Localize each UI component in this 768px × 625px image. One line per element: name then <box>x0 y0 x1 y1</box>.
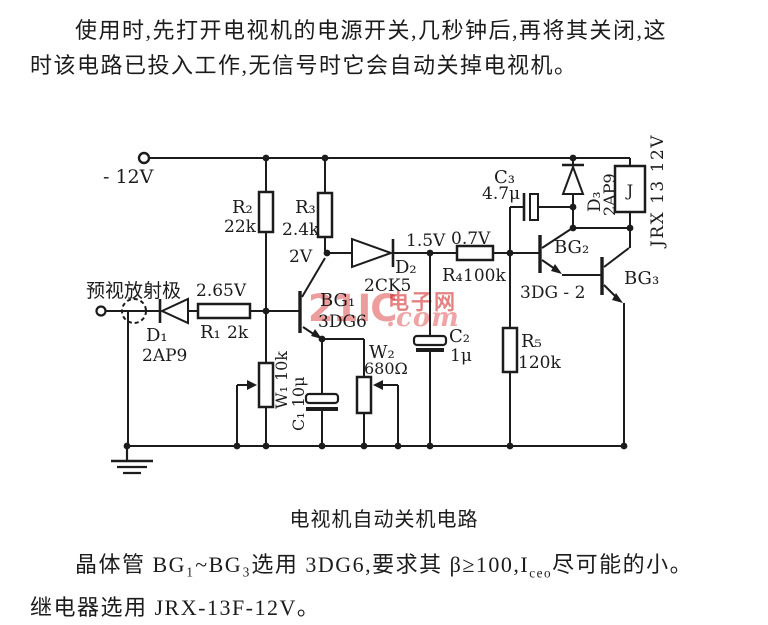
transistor-bg3 <box>600 247 630 446</box>
intro-line-2: 时该电路已投入工作,无信号时它会自动关掉电视机。 <box>30 53 578 78</box>
resistor-r1 <box>196 302 300 320</box>
power-rail <box>137 151 630 165</box>
intro-paragraph: 使用时,先打开电视机的电源开关,几秒钟后,再将其关闭,这 时该电路已投入工作,无… <box>30 13 754 83</box>
notes-subscript-ceo: ceo <box>529 565 553 581</box>
resistor-r4 <box>455 244 540 262</box>
diode-d3 <box>561 158 585 228</box>
potentiometer-w1 <box>236 361 275 446</box>
intro-line-1: 使用时,先打开电视机的电源开关,几秒钟后,再将其关闭,这 <box>75 18 668 43</box>
power-terminal <box>137 151 151 165</box>
label-c2: C₂ <box>449 326 470 347</box>
bg1-emitter-arrow <box>311 329 322 339</box>
input-terminal <box>95 298 160 446</box>
label-w2-value: 680Ω <box>364 359 408 378</box>
label-r4: R₄ <box>442 265 463 286</box>
label-c1: C₁ 10μ <box>289 377 308 432</box>
label-d2-type: 2CK5 <box>364 276 411 296</box>
label-d2: D₂ <box>395 257 417 278</box>
junction-dots <box>123 154 634 450</box>
capacitor-c1 <box>304 339 340 446</box>
relay-coil <box>573 158 647 248</box>
circuit-schematic: - 12V R₂ 22k R₃ 2.4k 2V 预视放射极 2.65V R₁ 2… <box>86 134 668 475</box>
label-d1-type: 2AP9 <box>142 346 187 366</box>
capacitor-c2 <box>412 253 448 446</box>
label-w1: W₁ 10k <box>272 351 291 409</box>
transistor-bg2 <box>538 228 602 276</box>
notes-line-1-b: 尽可能的小。 <box>552 552 694 577</box>
label-r3-value: 2.4k <box>282 220 320 240</box>
notes-line-2: 继电器选用 JRX-13F-12V。 <box>30 595 321 621</box>
ground-symbol <box>111 446 153 475</box>
label-c2-value: 1μ <box>450 346 472 366</box>
capacitor-c3 <box>509 193 573 253</box>
label-relay-type: JRX 13 12V <box>648 134 668 249</box>
label-d3-type: 2AP9 <box>600 173 619 216</box>
label-r2: R₂ <box>232 197 253 218</box>
schematic-labels: - 12V R₂ 22k R₃ 2.4k 2V 预视放射极 2.65V R₁ 2… <box>86 134 668 431</box>
label-bg3: BG₃ <box>624 268 659 289</box>
potentiometer-w2 <box>322 338 399 446</box>
label-r1: R₁ <box>200 322 221 343</box>
notes-line-1: 晶体管 BG₁~BG₃选用 3DG6,要求其 β≥100,Iceo尽可能的小。 <box>30 547 760 590</box>
label-r2-value: 22k <box>224 217 257 237</box>
figure-caption: 电视机自动关机电路 <box>289 509 479 531</box>
label-bg1-type: 3DG6 <box>318 312 367 332</box>
label-r1-value: 2k <box>227 323 249 343</box>
notes-line-1-a: 晶体管 BG₁~BG₃选用 3DG6,要求其 β≥100,I <box>75 552 530 577</box>
label-voltage-265: 2.65V <box>196 281 247 301</box>
label-node-2v: 2V <box>289 247 313 267</box>
label-power: - 12V <box>103 166 154 188</box>
label-r3: R₃ <box>295 197 316 218</box>
bg3-emitter-arrow <box>612 293 623 303</box>
label-bg1: BG₁ <box>320 290 355 311</box>
label-voltage-07: 0.7V <box>451 229 491 249</box>
resistor-r5 <box>501 253 519 446</box>
label-r5-value: 120k <box>518 353 561 373</box>
w2-wiper-arrow <box>373 380 383 390</box>
label-input: 预视放射极 <box>86 280 181 302</box>
resistor-r3 <box>316 158 334 253</box>
label-c3: C₃ <box>494 167 515 188</box>
label-r4-value: 100k <box>463 266 506 286</box>
label-bg2: BG₂ <box>554 237 589 258</box>
notes-paragraph: 晶体管 BG₁~BG₃选用 3DG6,要求其 β≥100,Iceo尽可能的小。 … <box>30 547 760 625</box>
label-relay: J <box>625 181 633 200</box>
label-voltage-15: 1.5V <box>406 231 446 251</box>
label-d3: D₃ <box>585 192 605 212</box>
label-c3-value: 4.7μ <box>482 184 520 204</box>
label-r5: R₅ <box>521 331 542 352</box>
diode-d1 <box>158 297 198 325</box>
w1-wiper-arrow <box>247 380 257 390</box>
bg2-emitter-arrow <box>551 264 562 274</box>
label-w2: W₂ <box>369 342 395 363</box>
label-bg23-type: 3DG - 2 <box>520 283 585 303</box>
label-d1: D₁ <box>146 325 168 346</box>
transistor-bg1 <box>298 257 326 339</box>
resistor-r2 <box>257 158 275 363</box>
diode-d2 <box>327 237 457 269</box>
